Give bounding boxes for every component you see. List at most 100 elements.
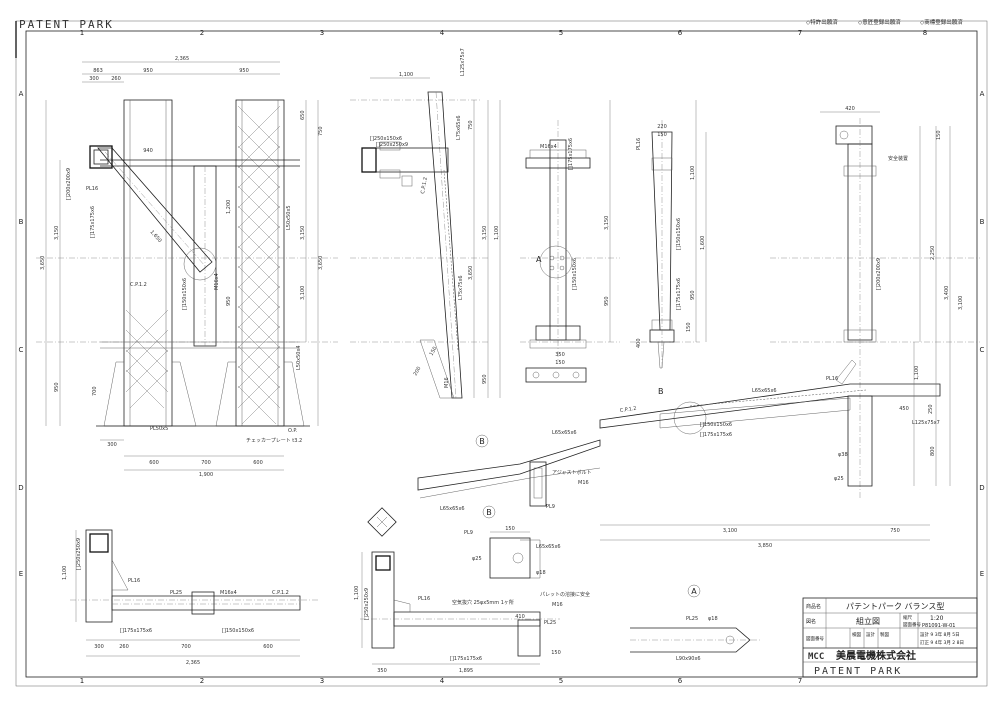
grid-row-label: A: [19, 90, 24, 98]
detail-callout: A: [536, 255, 542, 264]
dimension-label: 2,365: [186, 660, 200, 666]
member-label: PL25: [544, 620, 556, 626]
dimension-label: 1,200: [226, 200, 232, 214]
header-stamp: ◇特許出願済: [806, 18, 838, 26]
svg-text:A: A: [691, 587, 697, 596]
grid-column-label: 1: [80, 677, 84, 685]
member-label: L75x65x6: [456, 115, 462, 140]
grid-row-label: E: [19, 570, 23, 578]
dimension-label: 1,100: [494, 226, 500, 240]
header-stamp: ◇商標登録出願済: [920, 18, 963, 26]
dimension-label: 150: [936, 130, 942, 140]
dimension-label: 220: [657, 124, 667, 130]
diagonal-arm: [97, 147, 213, 273]
dimension-label: 3,100: [300, 286, 306, 300]
member-label: M16: [552, 602, 563, 608]
svg-text:商品名: 商品名: [806, 603, 821, 610]
section-diamond: [367, 507, 397, 537]
dimension-label: 1,100: [690, 166, 696, 180]
member-label: L125x75x7: [460, 48, 466, 76]
member-label: C.P.1.2: [619, 406, 637, 414]
dimension-label: 950: [690, 290, 696, 300]
svg-text:製図: 製図: [880, 631, 889, 638]
svg-text:検図: 検図: [852, 631, 861, 638]
grid-row-label: B: [19, 218, 24, 226]
outer-frame: [15, 20, 988, 687]
elevation-head: [835, 125, 873, 145]
svg-text:PATENT PARK: PATENT PARK: [814, 666, 902, 677]
detail-b-marker: [673, 401, 707, 435]
dimension-label: 3,150: [604, 216, 610, 230]
dimension-label: 3,400: [944, 286, 950, 300]
dimension-label: 700: [92, 386, 98, 396]
grid-column-label: 6: [678, 29, 683, 37]
member-label: L65x65x6: [552, 430, 577, 436]
grid-column-label: 6: [678, 677, 683, 685]
dimension-label: 300: [94, 644, 104, 650]
dimension-label: 3,650: [468, 266, 474, 280]
dimension-label: 420: [845, 106, 855, 112]
grid-column-label: 4: [440, 29, 445, 37]
member-label: M16: [444, 377, 450, 388]
svg-text:図面番号: 図面番号: [806, 635, 824, 642]
dimension-label: 950: [239, 68, 249, 74]
svg-text:美晨電機株式会社: 美晨電機株式会社: [836, 649, 916, 662]
svg-text:B: B: [486, 508, 492, 517]
grid-column-label: 3: [320, 29, 324, 37]
grid-column-label: 5: [559, 677, 563, 685]
dimension-label: 950: [143, 68, 153, 74]
ramp: [599, 383, 941, 429]
member-label: PL16: [86, 186, 98, 192]
grid-column-label: 7: [798, 29, 802, 37]
dimension-label: 3,150: [300, 226, 306, 240]
svg-text:P81091-W-01: P81091-W-01: [922, 623, 955, 629]
member-label: []200x200x9: [876, 258, 882, 290]
grid-column-label: 5: [559, 29, 563, 37]
svg-text:MCC: MCC: [808, 652, 824, 662]
dimension-label: 950: [54, 382, 60, 392]
member-label: L65x65x6: [440, 506, 465, 512]
dimension-label: 1,100: [914, 366, 920, 380]
dimension-label: 150: [505, 526, 515, 532]
svg-text:図面番号: 図面番号: [903, 621, 921, 628]
dimension-label: 150: [555, 360, 565, 366]
dimension-label: 1,895: [459, 668, 473, 674]
bracket-plate: [489, 537, 531, 579]
member-label: M16x4: [540, 144, 557, 150]
svg-text:図名: 図名: [806, 618, 816, 625]
svg-text:組立図: 組立図: [856, 616, 880, 626]
dimension-label: 1,900: [199, 472, 213, 478]
dimension-label: 150: [429, 346, 439, 357]
member-label: []175x175x6: [676, 278, 682, 310]
dimension-label: 1,100: [399, 72, 413, 78]
member-label: PL9: [464, 530, 473, 536]
dimension-label: 650: [300, 110, 306, 120]
member-label: PL9: [546, 504, 555, 510]
dimension-label: 950: [604, 296, 610, 306]
dimension-label: 300: [107, 442, 117, 448]
member-label: L65x65x6: [536, 544, 561, 550]
svg-text:設計 9 3年 8月 5日: 設計 9 3年 8月 5日: [920, 631, 960, 638]
dimension-label: 150: [551, 650, 561, 656]
member-label: []250x250x9: [376, 142, 408, 148]
member-label: M16x4: [214, 273, 220, 290]
header-logo: PATENT PARK: [19, 18, 114, 31]
member-label: L65x65x6: [752, 388, 777, 394]
member-label: []250x150x6: [370, 136, 402, 142]
member-label: []150x150x6: [700, 422, 732, 428]
dimension-label: 2,250: [930, 246, 936, 260]
member-label: []175x175x6: [120, 628, 152, 634]
member-label: C.P.1.2: [130, 282, 147, 288]
dimension-label: 950: [482, 374, 488, 384]
title-block: 商品名 パテントパーク バランス型 図名 組立図 縮尺 1:20 図面番号 P8…: [802, 597, 978, 678]
member-label: φ18: [536, 570, 546, 576]
member-label: アジャストボルト: [552, 469, 592, 476]
